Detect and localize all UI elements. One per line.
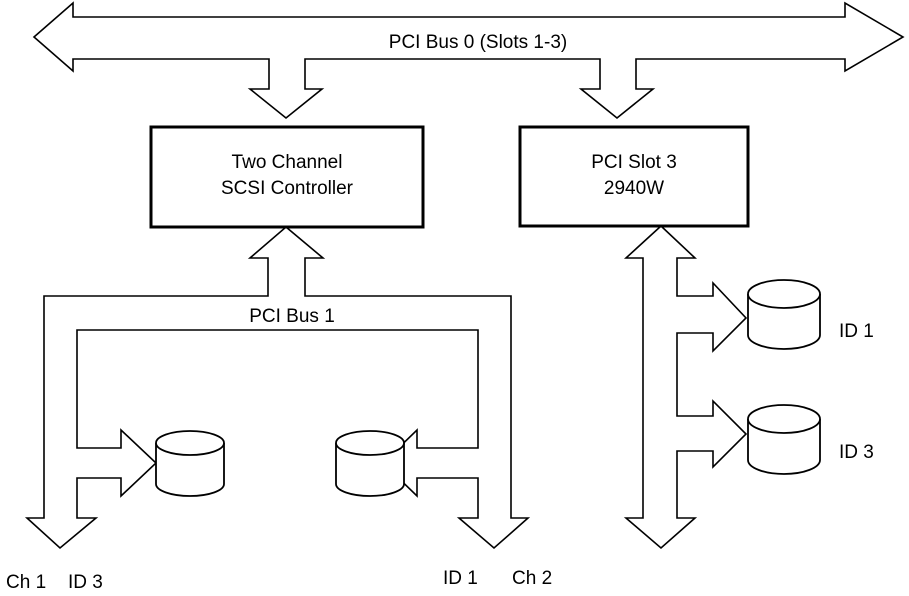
channel-2-device-label: ID 1 — [443, 568, 478, 589]
slot-3-scsi-chain-arrow — [623, 224, 748, 550]
pci-slot-3-box — [518, 125, 750, 228]
scsi-controller-line2: SCSI Controller — [221, 178, 354, 199]
channel-2-label: Ch 2 — [512, 568, 552, 589]
pci-slot-3-line1: PCI Slot 3 — [591, 152, 677, 173]
scsi-controller-box — [149, 125, 425, 229]
channel-1-device-label: ID 3 — [68, 572, 103, 593]
pci-bus-0-label: PCI Bus 0 (Slots 1-3) — [389, 32, 567, 53]
slot-3-disk-1-icon — [747, 279, 821, 350]
pci-slot-3-line2: 2940W — [604, 178, 664, 199]
slot-3-disk-1-label: ID 1 — [839, 321, 874, 342]
channel-1-label: Ch 1 — [6, 572, 46, 593]
scsi-controller-line1: Two Channel — [232, 152, 343, 173]
slot-3-disk-2-label: ID 3 — [839, 442, 874, 463]
channel-2-disk-icon — [335, 430, 405, 497]
pci-bus-1-label: PCI Bus 1 — [249, 306, 335, 327]
pci-bus-1-arrow — [24, 225, 531, 550]
channel-1-disk-icon — [155, 430, 225, 497]
pci-bus-0-arrow — [32, 1, 905, 120]
slot-3-disk-2-icon — [747, 404, 821, 475]
